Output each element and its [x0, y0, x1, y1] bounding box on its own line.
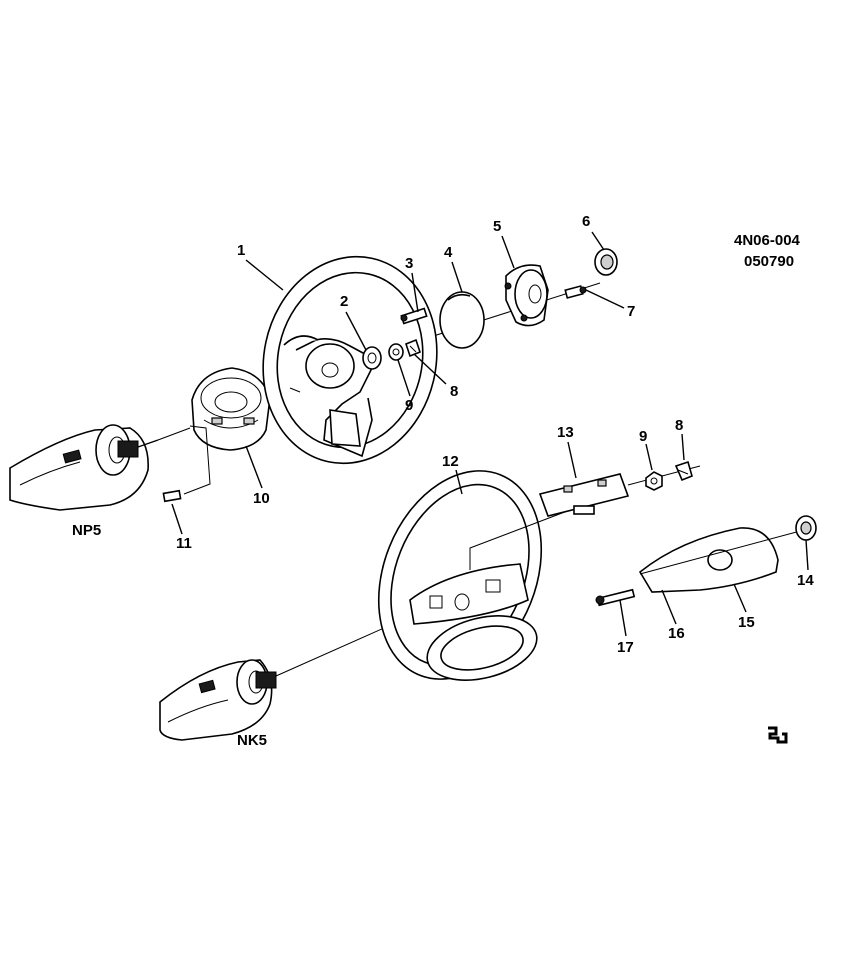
part-17-screw — [595, 588, 636, 607]
callout-14: 14 — [797, 572, 814, 589]
callout-4: 4 — [444, 244, 453, 261]
part-15-horn-cover — [638, 527, 805, 593]
part-6-emblem — [594, 248, 618, 276]
part-1-steering-wheel — [262, 255, 438, 465]
part-4-horn-pad — [439, 291, 485, 349]
leader-lines — [171, 231, 809, 637]
callout-5: 5 — [493, 218, 501, 235]
steering-column-np5 — [9, 424, 191, 511]
part-14-emblem — [795, 515, 817, 541]
np5-assembly — [9, 248, 618, 511]
callout-17: 17 — [617, 639, 634, 656]
callout-1: 1 — [237, 242, 245, 259]
callout-10: 10 — [253, 490, 270, 507]
callouts: 1 2 3 4 5 6 7 8 9 10 11 12 13 9 8 14 15 … — [176, 213, 814, 656]
part-10-cover — [191, 367, 271, 451]
part-8-clip-lower — [674, 460, 693, 482]
callout-8-upper: 8 — [450, 383, 458, 400]
part-9-nut-upper — [388, 343, 404, 361]
callout-15: 15 — [738, 614, 755, 631]
part-11-screw — [162, 425, 211, 503]
part-8-clip-upper — [405, 338, 421, 358]
callout-2: 2 — [340, 293, 348, 310]
gm-service-logo-icon — [768, 726, 788, 744]
part-13-switch — [538, 473, 630, 517]
drawing-number: 4N06-004 — [734, 232, 801, 249]
callout-16: 16 — [668, 625, 685, 642]
nk5-assembly — [159, 460, 817, 741]
steering-column-nk5 — [159, 659, 277, 741]
part-3-screw — [400, 307, 428, 325]
callout-3: 3 — [405, 255, 413, 272]
part-7-bolt — [564, 285, 587, 299]
callout-11: 11 — [176, 535, 192, 552]
option-label-np5: NP5 — [72, 522, 101, 539]
part-2-spacer — [362, 346, 382, 370]
callout-9-upper: 9 — [405, 397, 413, 414]
callout-13: 13 — [557, 424, 574, 441]
option-label-nk5: NK5 — [237, 732, 267, 749]
date-code: 050790 — [744, 253, 794, 270]
callout-12: 12 — [442, 453, 459, 470]
part-5-retainer — [504, 264, 549, 327]
callout-8-lower: 8 — [675, 417, 683, 434]
callout-9-lower: 9 — [639, 428, 647, 445]
callout-7: 7 — [627, 303, 635, 320]
callout-6: 6 — [582, 213, 590, 230]
part-9-nut-lower — [645, 471, 663, 491]
part-12-steering-wheel — [377, 470, 571, 681]
